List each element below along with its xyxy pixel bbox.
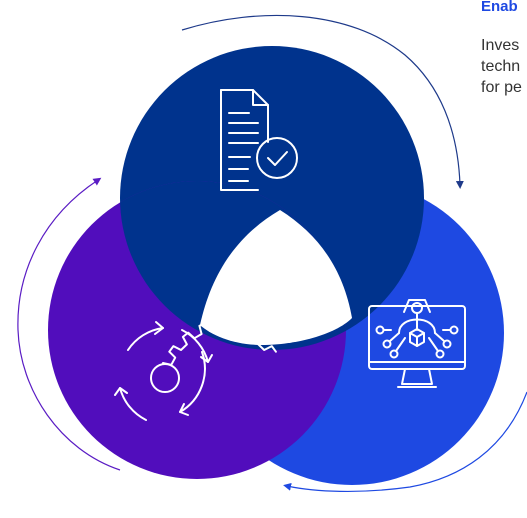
body-line-3: for pe <box>481 79 522 96</box>
cycle-arrow-top <box>181 14 464 189</box>
cycle-arrow-left <box>17 177 121 471</box>
body-line-2: techn <box>481 58 521 75</box>
cycle-arrow-right <box>283 391 527 493</box>
monitor-network-icon <box>368 299 466 388</box>
section-heading: Enab <box>481 0 518 15</box>
settings-cycle-icon <box>114 320 277 421</box>
center-intersection <box>200 210 352 345</box>
document-check-icon <box>220 89 298 191</box>
body-line-1: Inves <box>481 37 520 54</box>
